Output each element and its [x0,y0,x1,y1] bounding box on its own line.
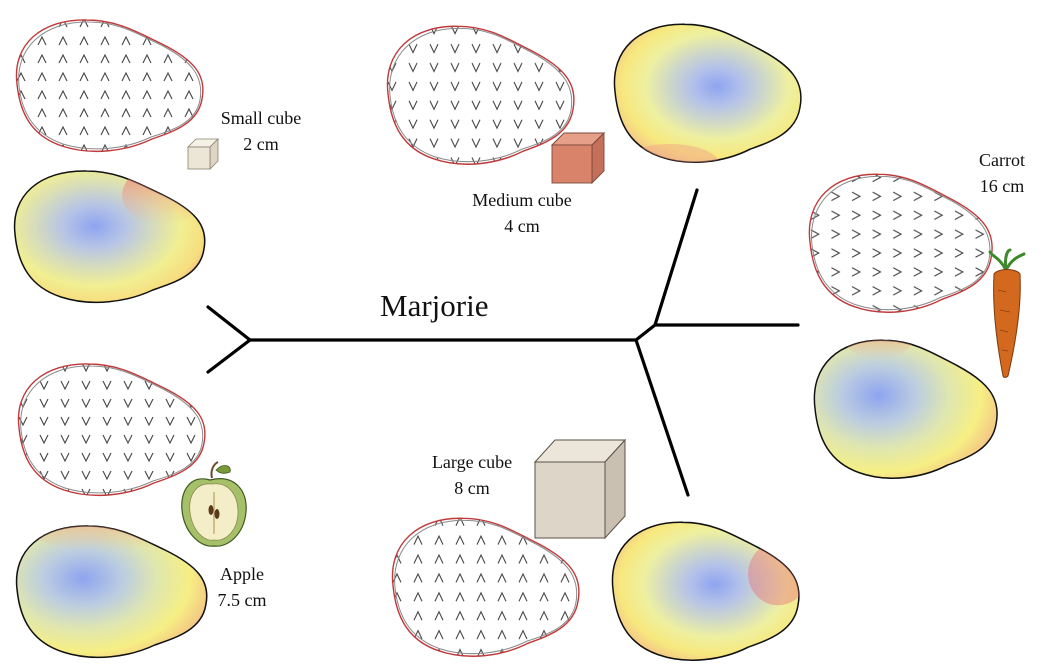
large-cube-label: Large cube [432,452,512,472]
large-cube-group: Large cube 8 cm [391,438,800,661]
branch-left-lower [206,338,252,374]
apple-size: 7.5 cm [218,590,267,610]
vector-field-small-cube [15,19,204,153]
small-cube-group: Small cube 2 cm [13,19,301,304]
heatmap-small-cube [13,170,206,304]
small-cube-icon [187,138,219,170]
small-cube-label: Small cube [221,108,301,128]
carrot-size: 16 cm [980,176,1025,196]
heatmap-carrot [813,339,998,479]
heatmap-large-cube [611,521,800,661]
apple-label: Apple [220,564,264,584]
carrot-icon [988,248,1026,378]
carrot-group: Carrot 16 cm [808,150,1026,479]
apple-icon [181,461,247,547]
branch-right-lower [634,338,690,497]
medium-cube-label: Medium cube [472,190,571,210]
medium-cube-size: 4 cm [504,216,540,236]
branch-to-medium [653,188,699,327]
large-cube-size: 8 cm [454,478,490,498]
medium-cube-group: Medium cube 4 cm [386,23,802,236]
branch-right-upper [634,323,657,342]
tree-lines [206,188,800,497]
small-cube-size: 2 cm [243,134,279,154]
carrot-label: Carrot [979,150,1025,170]
apple-group: Apple 7.5 cm [15,363,267,659]
vector-field-apple [17,363,206,497]
heatmap-medium-cube [613,23,802,163]
medium-cube-icon [550,131,606,185]
vector-field-carrot [808,173,993,313]
branch-left-upper [206,305,252,342]
large-cube-icon [533,438,627,540]
heatmap-apple [15,525,208,659]
subject-name: Marjorie [380,288,488,323]
